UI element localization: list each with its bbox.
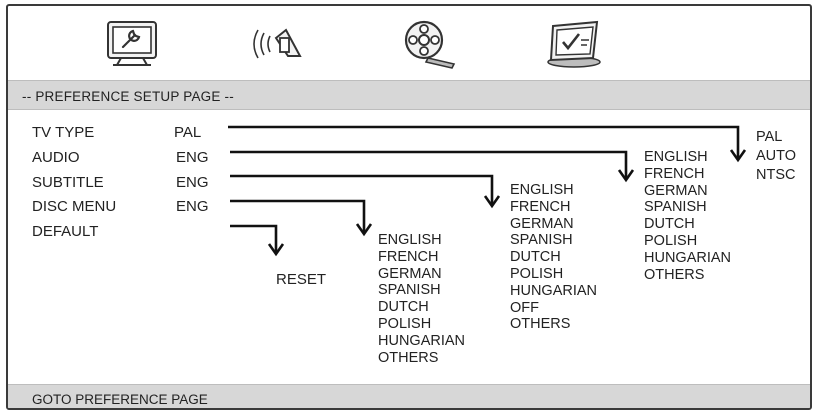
option-item[interactable]: AUTO — [756, 148, 797, 164]
tab-general-setup[interactable] — [96, 14, 168, 74]
setup-menu-frame: -- PREFERENCE SETUP PAGE -- TV TYPE AUDI… — [6, 4, 812, 410]
tv-type-options: PAL AUTO NTSC — [756, 128, 796, 185]
menu-label-default[interactable]: DEFAULT — [32, 223, 99, 240]
film-reel-icon — [404, 20, 456, 69]
option-item[interactable]: HUNGARIAN — [510, 282, 598, 299]
tab-video-setup[interactable] — [392, 14, 464, 74]
option-item[interactable]: OFF — [510, 299, 539, 316]
speaker-icon — [253, 28, 302, 59]
option-item[interactable]: DUTCH — [378, 299, 429, 316]
option-item[interactable]: POLISH — [510, 265, 564, 282]
footer-bar: GOTO PREFERENCE PAGE — [8, 384, 810, 408]
option-item[interactable]: ENGLISH — [378, 232, 442, 248]
menu-label-subtitle[interactable]: SUBTITLE — [32, 174, 104, 191]
menu-label-audio[interactable]: AUDIO — [32, 149, 80, 166]
menu-label-disc-menu[interactable]: DISC MENU — [32, 198, 117, 215]
audio-options: ENGLISH FRENCH GERMAN SPANISH DUTCH POLI… — [644, 149, 731, 283]
option-item[interactable]: POLISH — [378, 315, 432, 332]
option-item[interactable]: DUTCH — [644, 216, 695, 233]
menu-value-disc-menu: ENG — [176, 198, 209, 215]
page-title: -- PREFERENCE SETUP PAGE -- — [22, 89, 234, 104]
page-header-bar: -- PREFERENCE SETUP PAGE -- — [8, 80, 810, 110]
option-item[interactable]: GERMAN — [644, 182, 708, 199]
option-item[interactable]: FRENCH — [644, 165, 705, 182]
menu-value-subtitle: ENG — [176, 174, 209, 191]
option-item[interactable]: NTSC — [756, 167, 796, 183]
option-item[interactable]: ENGLISH — [644, 149, 708, 165]
option-item[interactable]: PAL — [756, 129, 783, 145]
reset-option[interactable]: RESET — [276, 271, 327, 288]
option-item[interactable]: HUNGARIAN — [378, 332, 466, 349]
option-item[interactable]: SPANISH — [378, 282, 441, 299]
option-item[interactable]: OTHERS — [510, 316, 571, 333]
menu-label-tv-type[interactable]: TV TYPE — [32, 124, 95, 141]
option-item[interactable]: FRENCH — [378, 248, 439, 265]
tab-audio-setup[interactable] — [244, 14, 316, 74]
footer-hint: GOTO PREFERENCE PAGE — [32, 392, 208, 407]
disc-menu-options: ENGLISH FRENCH GERMAN SPANISH DUTCH POLI… — [378, 232, 465, 366]
option-item[interactable]: OTHERS — [378, 349, 439, 366]
menu-value-tv-type: PAL — [174, 124, 202, 141]
option-item[interactable]: GERMAN — [510, 215, 574, 232]
option-item[interactable]: FRENCH — [510, 198, 571, 215]
option-item[interactable]: GERMAN — [378, 265, 442, 282]
option-item[interactable]: HUNGARIAN — [644, 249, 732, 266]
preference-check-icon — [547, 20, 601, 68]
tab-preference-setup[interactable] — [538, 14, 610, 74]
option-item[interactable]: ENGLISH — [510, 182, 574, 198]
option-item[interactable]: OTHERS — [644, 266, 705, 283]
option-item[interactable]: SPANISH — [510, 232, 573, 249]
wrench-tv-icon — [107, 21, 157, 66]
option-item[interactable]: POLISH — [644, 232, 698, 249]
option-item[interactable]: DUTCH — [510, 249, 561, 266]
subtitle-options: ENGLISH FRENCH GERMAN SPANISH DUTCH POLI… — [510, 182, 597, 333]
menu-value-audio: ENG — [176, 149, 209, 166]
option-item[interactable]: SPANISH — [644, 199, 707, 216]
